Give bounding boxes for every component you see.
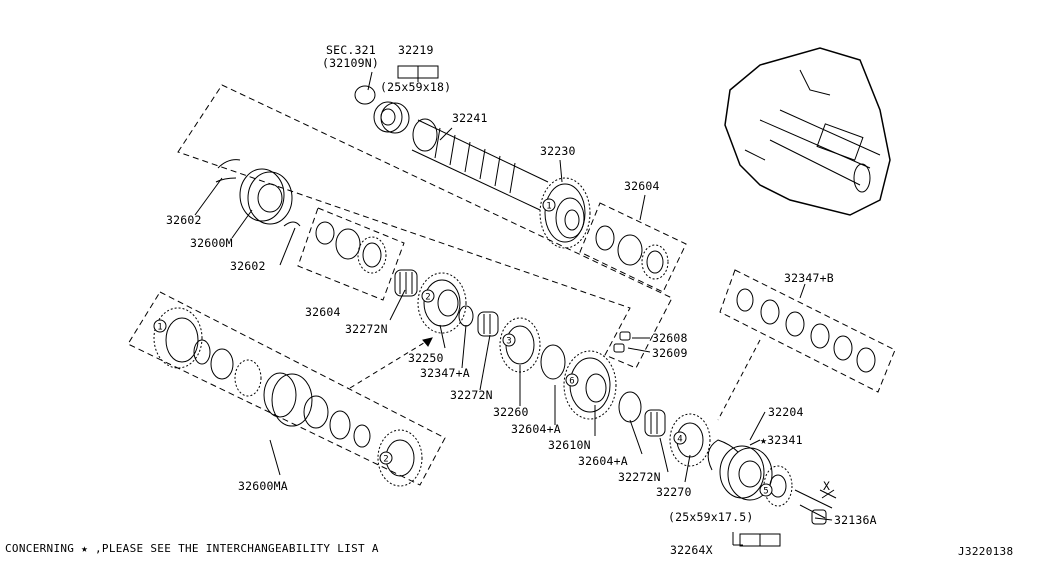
callout-4 bbox=[673, 431, 687, 445]
label-32109n: (32109N) bbox=[322, 56, 379, 70]
label-32347b: 32347+B bbox=[784, 271, 834, 285]
label-32204: 32204 bbox=[768, 405, 804, 419]
label-bearing-size-bottom: (25x59x17.5) bbox=[668, 510, 754, 524]
label-32272n-c: 32272N bbox=[618, 470, 661, 484]
label-32602-b: 32602 bbox=[230, 259, 266, 273]
callout-text: 6 bbox=[569, 377, 574, 387]
callout-text: 5 bbox=[763, 487, 768, 497]
callout-text: 1 bbox=[546, 202, 551, 212]
group-box-32604-left bbox=[297, 207, 405, 301]
label-sec321: SEC.321 bbox=[326, 43, 376, 57]
label-32600ma: 32600MA bbox=[238, 479, 288, 493]
label-32604-left: 32604 bbox=[305, 305, 341, 319]
label-32602-a: 32602 bbox=[166, 213, 202, 227]
callout-1-left bbox=[153, 319, 167, 333]
label-32600m: 32600M bbox=[190, 236, 233, 250]
group-box-32347b bbox=[719, 269, 896, 393]
callout-1-top bbox=[542, 198, 556, 212]
gear-32230 bbox=[539, 177, 591, 249]
shim-set-32347b bbox=[736, 288, 876, 373]
bearing-32600m bbox=[239, 168, 285, 222]
group-box-32604-right bbox=[579, 202, 687, 293]
label-32136a: 32136A bbox=[834, 513, 877, 527]
callout-6 bbox=[565, 373, 579, 387]
label-32260: 32260 bbox=[493, 405, 529, 419]
interchangeability-note: CONCERNING ★ ,PLEASE SEE THE INTERCHANGE… bbox=[5, 542, 379, 555]
snap-ring-sec321 bbox=[354, 85, 376, 105]
callout-2-top bbox=[421, 289, 435, 303]
label-32347a: 32347+A bbox=[420, 366, 470, 380]
label-32608: 32608 bbox=[652, 331, 688, 345]
assembly-dash-frame bbox=[177, 84, 673, 369]
label-32604-right: 32604 bbox=[624, 179, 660, 193]
callout-text: 4 bbox=[677, 435, 682, 445]
label-32341: ★32341 bbox=[760, 433, 803, 447]
label-bearing-size-top: (25x59x18) bbox=[380, 80, 452, 94]
transmission-illustration bbox=[724, 47, 891, 216]
callout-text: 3 bbox=[506, 337, 511, 347]
callout-text: 1 bbox=[157, 323, 162, 333]
label-32272n-a: 32272N bbox=[345, 322, 388, 336]
diagram-id: J3220138 bbox=[958, 545, 1014, 558]
label-32230: 32230 bbox=[540, 144, 576, 158]
label-32604a-b: 32604+A bbox=[578, 454, 628, 468]
group-box-32600ma bbox=[127, 291, 446, 486]
label-32270: 32270 bbox=[656, 485, 692, 499]
bearing-32204 bbox=[719, 445, 765, 499]
label-x: X bbox=[823, 479, 831, 493]
callout-text: 2 bbox=[425, 293, 430, 303]
callout-text: 2 bbox=[383, 455, 388, 465]
label-32604a-a: 32604+A bbox=[511, 422, 561, 436]
gear-32250 bbox=[417, 272, 467, 334]
label-32264x: 32264X bbox=[670, 543, 713, 557]
label-32250: 32250 bbox=[408, 351, 444, 365]
label-32609: 32609 bbox=[652, 346, 688, 360]
callout-3 bbox=[502, 333, 516, 347]
main-shaft-32241 bbox=[411, 118, 549, 211]
label-32610n: 32610N bbox=[548, 438, 591, 452]
label-32272n-b: 32272N bbox=[450, 388, 493, 402]
callout-2-left bbox=[379, 451, 393, 465]
label-32241: 32241 bbox=[452, 111, 488, 125]
callout-5 bbox=[759, 483, 773, 497]
label-32219: 32219 bbox=[398, 43, 434, 57]
assembly-32600ma bbox=[153, 307, 423, 487]
